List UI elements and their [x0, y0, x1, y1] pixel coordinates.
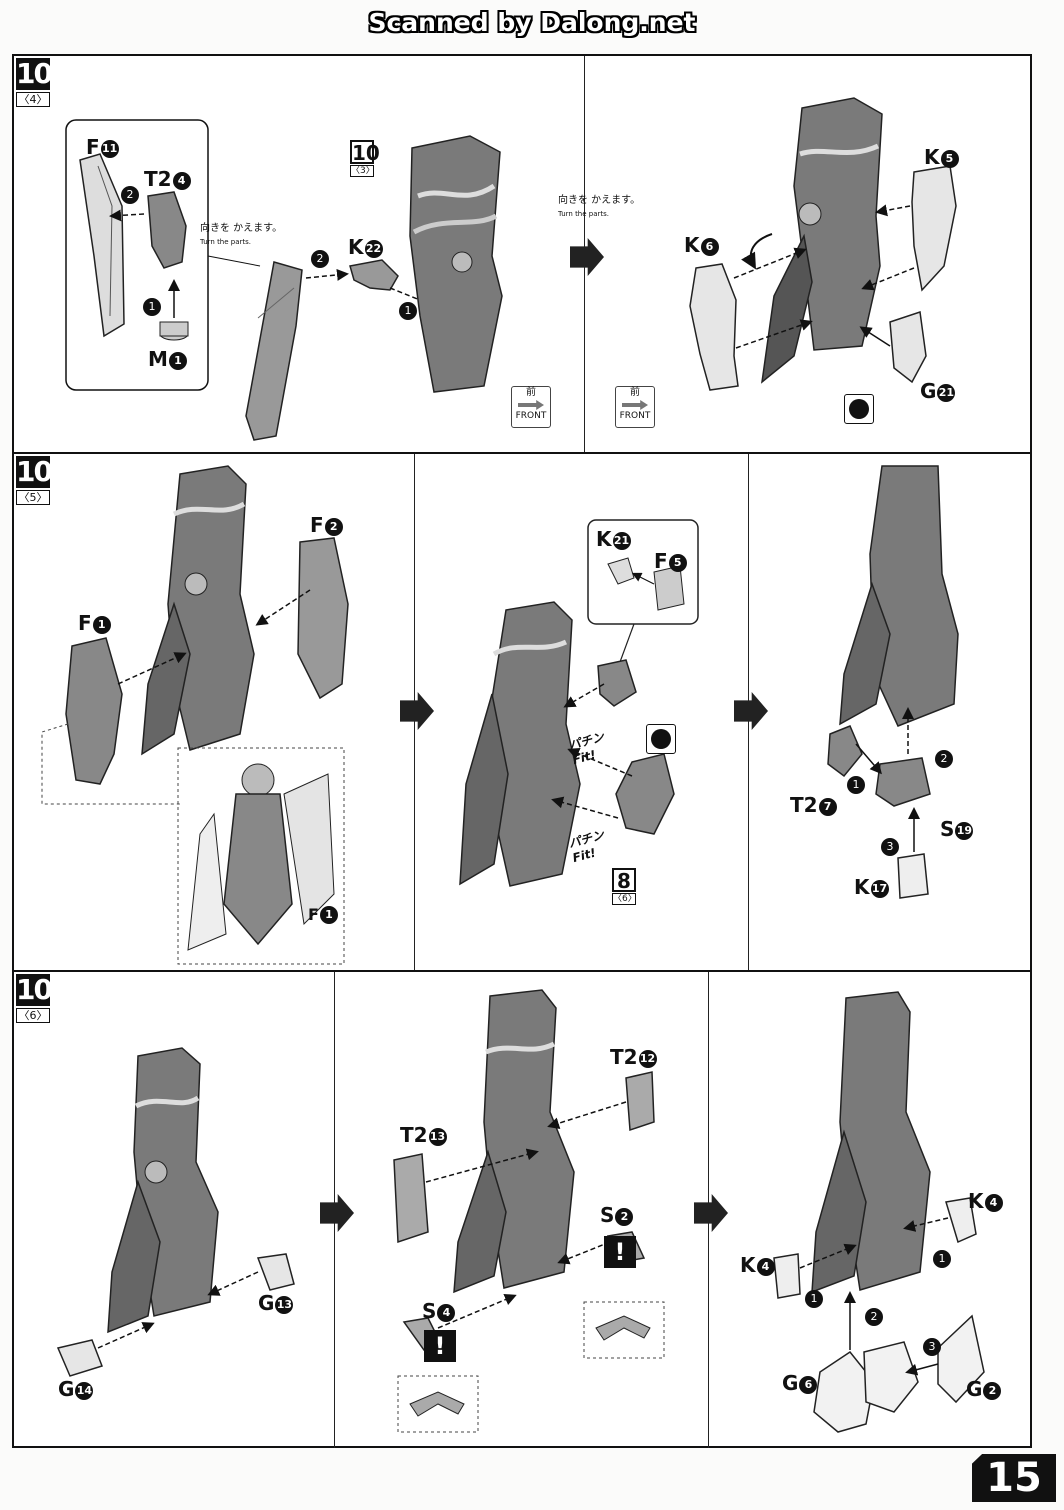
- order-mark: 3: [881, 838, 899, 856]
- reference-step: 10〈3〉: [350, 140, 380, 177]
- order-mark: 2: [311, 250, 329, 268]
- step-number: 10: [16, 455, 53, 488]
- step-number: 10: [16, 973, 53, 1006]
- step-10-6-panel: 10 〈6〉: [14, 972, 1030, 1448]
- step-sub-number: 〈4〉: [16, 92, 50, 107]
- step-10-5-illustration: [41, 465, 959, 965]
- reference-step: 8〈6〉: [612, 868, 637, 905]
- step-10-4-illustration: [65, 97, 957, 441]
- order-mark: 1: [805, 1290, 823, 1308]
- order-mark: 3: [923, 1338, 941, 1356]
- turn-note: 向きを かえます。Turn the parts.: [558, 195, 641, 218]
- step-10-5-panel: 10 〈5〉: [14, 454, 1030, 972]
- instruction-frame: 10 〈4〉: [12, 54, 1032, 1448]
- order-mark: 2: [935, 750, 953, 768]
- order-mark: 1: [933, 1250, 951, 1268]
- order-mark: 1: [847, 776, 865, 794]
- step-sub-number: 〈6〉: [16, 1008, 50, 1023]
- seal-marker-icon: [646, 724, 676, 754]
- order-mark: 1: [399, 302, 417, 320]
- order-mark: 1: [143, 298, 161, 316]
- order-mark: 2: [121, 186, 139, 204]
- step-10-6-illustration: [56, 989, 985, 1433]
- order-mark: 2: [865, 1308, 883, 1326]
- step-sub-number: 〈5〉: [16, 490, 50, 505]
- warning-icon: !: [604, 1236, 636, 1268]
- scan-credit: Scanned by Dalong.net: [368, 8, 696, 37]
- seal-marker-icon: [844, 394, 874, 424]
- step-10-4-panel: 10 〈4〉: [14, 56, 1030, 454]
- page-number: 15: [972, 1454, 1056, 1502]
- step-number: 10: [16, 57, 53, 90]
- warning-icon: !: [424, 1330, 456, 1362]
- turn-note: 向きを かえます。Turn the parts.: [200, 223, 283, 246]
